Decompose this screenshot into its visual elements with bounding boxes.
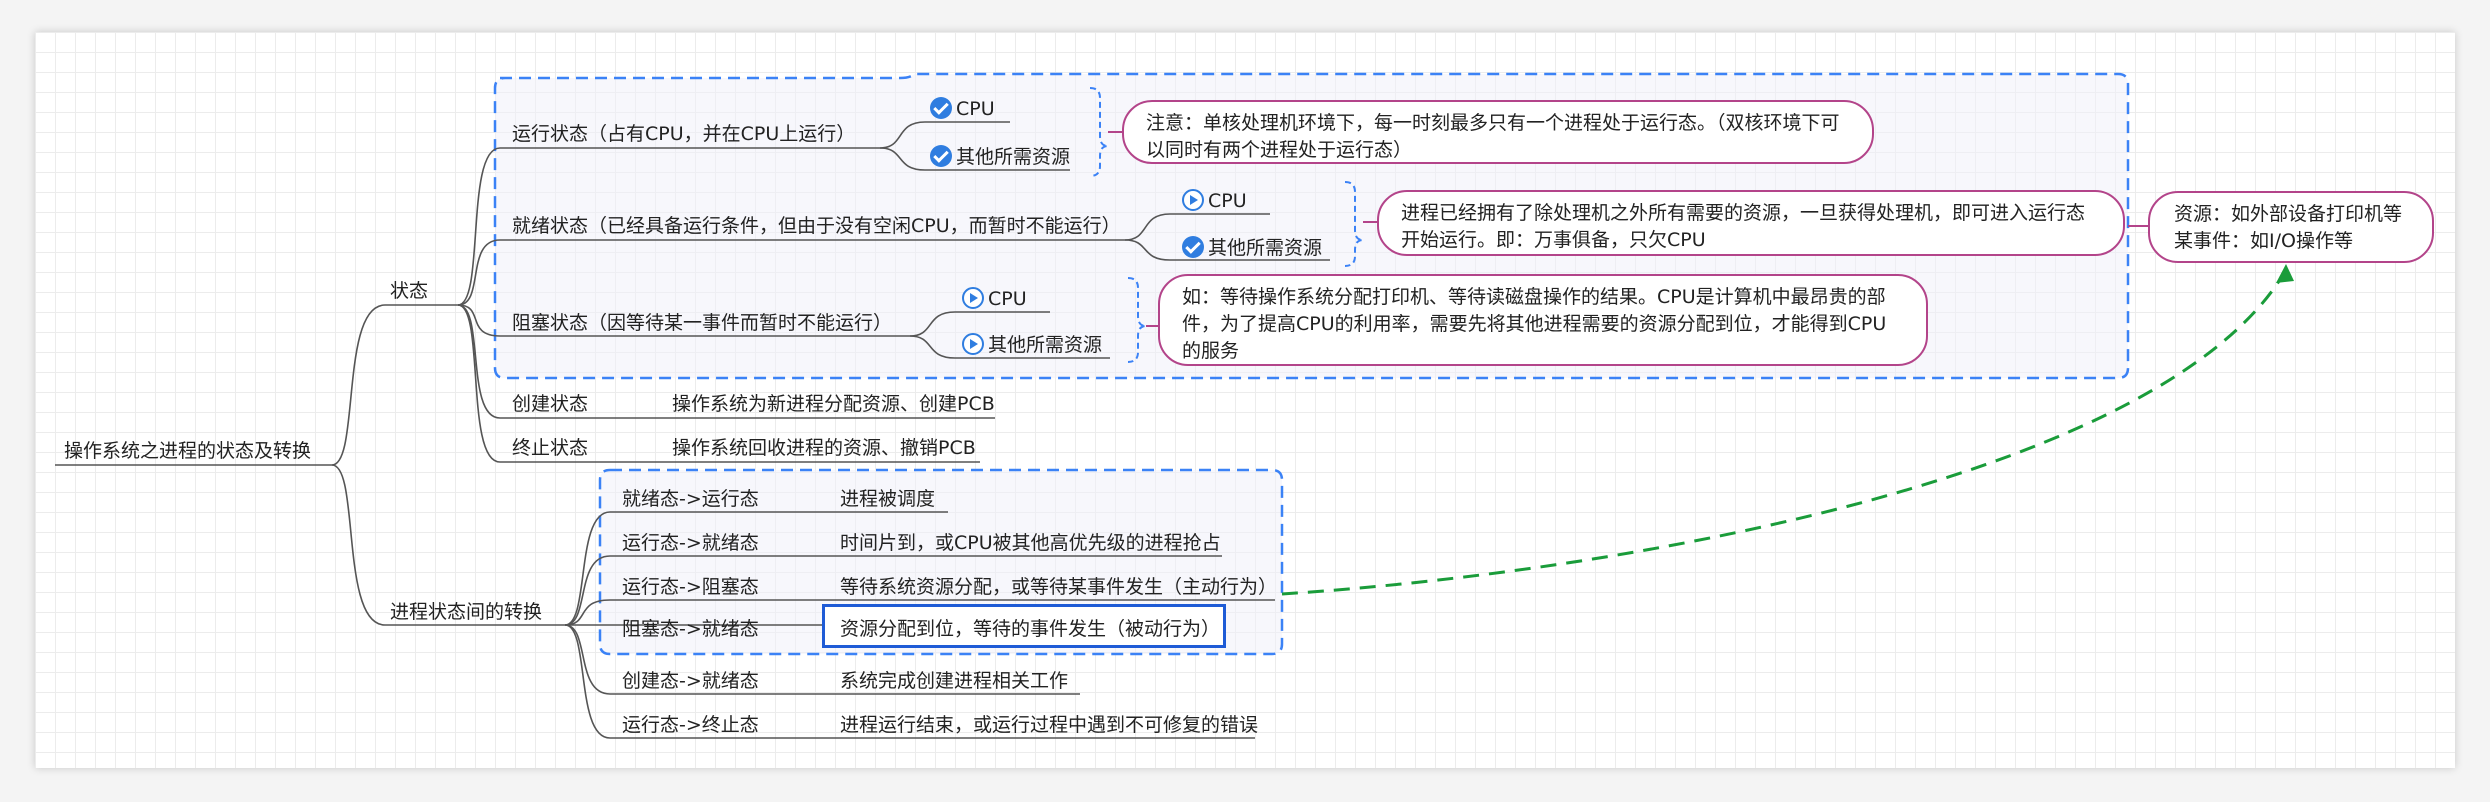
arrow-head-icon bbox=[2276, 264, 2294, 283]
state-running[interactable]: 运行状态（占有CPU，并在CPU上运行） bbox=[512, 123, 856, 145]
ready-cpu[interactable]: CPU bbox=[1182, 189, 1247, 212]
transition-from[interactable]: 创建态->就绪态 bbox=[622, 670, 759, 692]
transition-desc[interactable]: 等待系统资源分配，或等待某事件发生（主动行为） bbox=[840, 576, 1278, 598]
running-cpu[interactable]: CPU bbox=[930, 97, 995, 120]
transition-from[interactable]: 运行态->阻塞态 bbox=[622, 576, 759, 598]
state-terminate[interactable]: 终止状态 bbox=[512, 437, 589, 459]
transition-desc[interactable]: 进程被调度 bbox=[840, 488, 936, 510]
branch-states[interactable]: 状态 bbox=[390, 280, 429, 302]
check-icon bbox=[930, 145, 952, 167]
selection-frame bbox=[822, 604, 1226, 648]
relation-arrow bbox=[1281, 269, 2288, 596]
running-other-resources[interactable]: 其他所需资源 bbox=[930, 145, 1070, 168]
transition-desc[interactable]: 时间片到，或CPU被其他高优先级的进程抢占 bbox=[840, 532, 1221, 554]
transition-desc[interactable]: 系统完成创建进程相关工作 bbox=[840, 670, 1069, 692]
ready-other-resources[interactable]: 其他所需资源 bbox=[1182, 236, 1322, 259]
state-blocked[interactable]: 阻塞状态（因等待某一事件而暂时不能运行） bbox=[512, 312, 893, 334]
transition-from[interactable]: 运行态->终止态 bbox=[622, 714, 759, 736]
play-icon bbox=[962, 287, 984, 309]
state-create[interactable]: 创建状态 bbox=[512, 393, 589, 415]
play-icon bbox=[962, 333, 984, 355]
transition-from[interactable]: 阻塞态->就绪态 bbox=[622, 618, 759, 640]
transition-from[interactable]: 运行态->就绪态 bbox=[622, 532, 759, 554]
note-ready[interactable]: 进程已经拥有了除处理机之外所有需要的资源，一旦获得处理机，即可进入运行态开始运行… bbox=[1377, 190, 2125, 256]
blocked-cpu[interactable]: CPU bbox=[962, 287, 1027, 310]
play-icon bbox=[1182, 189, 1204, 211]
note-running[interactable]: 注意：单核处理机环境下，每一时刻最多只有一个进程处于运行态。（双核环境下可以同时… bbox=[1122, 100, 1874, 164]
transition-desc-selected[interactable]: 资源分配到位，等待的事件发生（被动行为） bbox=[840, 618, 1221, 640]
note-blocked[interactable]: 如：等待操作系统分配打印机、等待读磁盘操作的结果。CPU是计算机中最昂贵的部件，… bbox=[1158, 274, 1928, 366]
root-topic[interactable]: 操作系统之进程的状态及转换 bbox=[64, 440, 312, 462]
branch-transitions[interactable]: 进程状态间的转换 bbox=[390, 601, 543, 623]
transition-from[interactable]: 就绪态->运行态 bbox=[622, 488, 759, 510]
check-icon bbox=[1182, 236, 1204, 258]
state-terminate-desc[interactable]: 操作系统回收进程的资源、撤销PCB bbox=[672, 437, 976, 459]
check-icon bbox=[930, 97, 952, 119]
state-ready[interactable]: 就绪状态（已经具备运行条件，但由于没有空闲CPU，而暂时不能运行） bbox=[512, 215, 1121, 237]
blocked-other-resources[interactable]: 其他所需资源 bbox=[962, 333, 1102, 356]
note-resources[interactable]: 资源：如外部设备打印机等某事件：如I/O操作等 bbox=[2148, 191, 2434, 263]
transition-desc[interactable]: 进程运行结束，或运行过程中遇到不可修复的错误 bbox=[840, 714, 1259, 736]
state-create-desc[interactable]: 操作系统为新进程分配资源、创建PCB bbox=[672, 393, 995, 415]
